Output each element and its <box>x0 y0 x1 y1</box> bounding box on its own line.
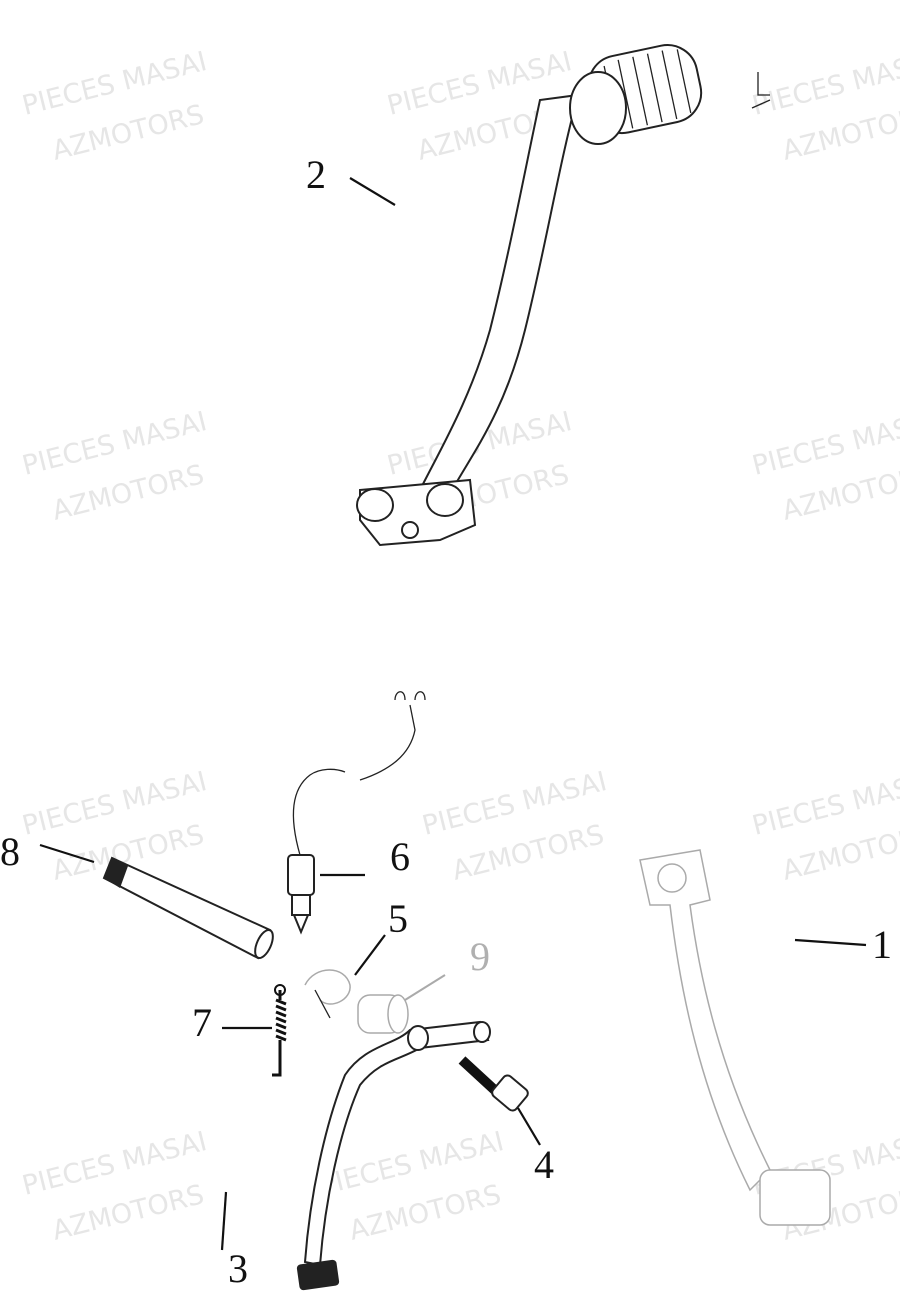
callout-5: 5 <box>388 896 408 941</box>
callout-4: 4 <box>534 1142 554 1187</box>
callout-6: 6 <box>390 834 410 879</box>
callout-9: 9 <box>470 934 490 979</box>
part-6-switch <box>287 691 426 935</box>
callout-7: 7 <box>192 1000 212 1045</box>
part-5-clip <box>304 969 351 1019</box>
callout-3: 3 <box>228 1246 248 1291</box>
part-8-grip <box>102 856 274 960</box>
part-9-bushing <box>357 994 409 1034</box>
part-2-kickstart-lever <box>356 44 703 547</box>
part-1-lever <box>639 849 831 1226</box>
callout-1: 1 <box>872 922 892 967</box>
callout-8: 8 <box>0 829 20 874</box>
part-4-bolt <box>458 1056 529 1112</box>
part-3-shift-pedal <box>296 1020 491 1291</box>
watermark-text: PIECES MASAI <box>749 46 900 122</box>
callout-2: 2 <box>306 152 326 197</box>
leader-lines <box>39 177 867 1251</box>
watermark-text: PIECES MASAI <box>749 766 900 842</box>
small-mark <box>751 72 771 109</box>
part-7-spring <box>272 984 287 1077</box>
watermark-text: PIECES MASAI <box>749 406 900 482</box>
